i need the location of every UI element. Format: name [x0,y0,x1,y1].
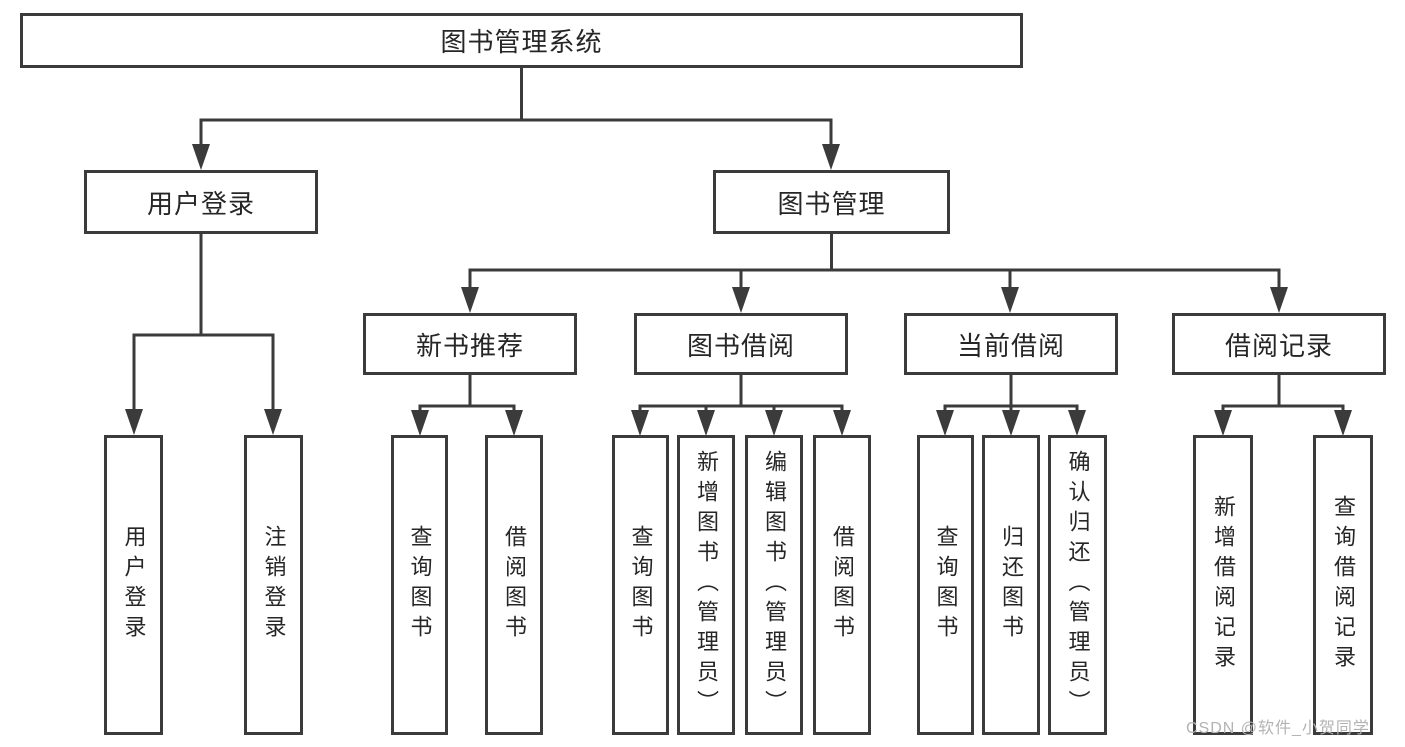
node-label: 借阅图书 [502,525,527,645]
node-user-login: 用户登录 [84,170,318,234]
node-label: 用户登录 [121,525,147,645]
arrowhead-down-icon [631,410,649,436]
arrowhead-down-icon [822,144,840,170]
node-label: 查询图书 [628,525,654,645]
node-label: 查询借阅记录 [1331,495,1356,675]
leaf-user-login: 用户登录 [104,435,163,735]
arrowhead-down-icon [1002,410,1020,436]
arrowhead-down-icon [461,287,479,313]
leaf-recommend-borrow-books: 借阅图书 [485,435,543,735]
node-label: 注销登录 [261,525,287,645]
node-label: 借阅图书 [830,525,855,645]
node-label: 图书管理 [777,188,886,219]
arrowhead-down-icon [1001,287,1019,313]
arrowhead-down-icon [411,410,429,436]
node-new-book-recommendation: 新书推荐 [363,313,577,375]
arrowhead-down-icon [125,409,143,435]
node-label: 编辑图书（管理员） [762,450,787,720]
node-label: 归还图书 [999,525,1024,645]
csdn-watermark: CSDN @软件_小贺同学 [1186,720,1370,737]
leaf-borrowing-query-books: 查询图书 [612,435,669,735]
arrowhead-down-icon [1334,410,1352,436]
node-label: 用户登录 [146,188,255,219]
arrowhead-down-icon [936,410,954,436]
leaf-current-query-books: 查询图书 [917,435,974,735]
node-library-system: 图书管理系统 [20,13,1023,68]
leaf-records-query-record: 查询借阅记录 [1313,435,1373,735]
leaf-current-confirm-return-admin: 确认归还（管理员） [1048,435,1107,735]
leaf-records-add-record: 新增借阅记录 [1193,435,1253,735]
node-borrowing-records: 借阅记录 [1172,313,1386,375]
node-book-management: 图书管理 [713,170,950,234]
arrowhead-down-icon [697,410,715,436]
node-current-borrowing: 当前借阅 [904,313,1118,375]
arrowhead-down-icon [505,410,523,436]
node-label: 图书管理系统 [440,27,603,57]
leaf-borrowing-edit-books-admin: 编辑图书（管理员） [745,435,803,735]
node-label: 确认归还（管理员） [1065,450,1091,720]
arrowhead-down-icon [833,410,851,436]
arrowhead-down-icon [264,409,282,435]
arrowhead-down-icon [732,287,750,313]
leaf-recommend-query-books: 查询图书 [391,435,448,735]
leaf-logout: 注销登录 [244,435,303,735]
leaf-borrowing-add-books-admin: 新增图书（管理员） [677,435,735,735]
arrowhead-down-icon [1214,410,1232,436]
arrowhead-down-icon [1270,287,1288,313]
arrowhead-down-icon [1068,410,1086,436]
node-label: 借阅记录 [1224,330,1333,361]
node-label: 新书推荐 [415,330,524,361]
node-label: 新增图书（管理员） [694,450,719,720]
leaf-borrowing-borrow-books: 借阅图书 [813,435,871,735]
node-book-borrowing: 图书借阅 [634,313,848,375]
arrowhead-down-icon [765,410,783,436]
node-label: 当前借阅 [956,330,1065,361]
node-label: 新增借阅记录 [1211,495,1236,675]
node-label: 查询图书 [933,525,959,645]
node-label: 查询图书 [407,525,433,645]
leaf-current-return-books: 归还图书 [982,435,1040,735]
node-label: 图书借阅 [686,330,795,361]
arrowhead-down-icon [192,144,210,170]
